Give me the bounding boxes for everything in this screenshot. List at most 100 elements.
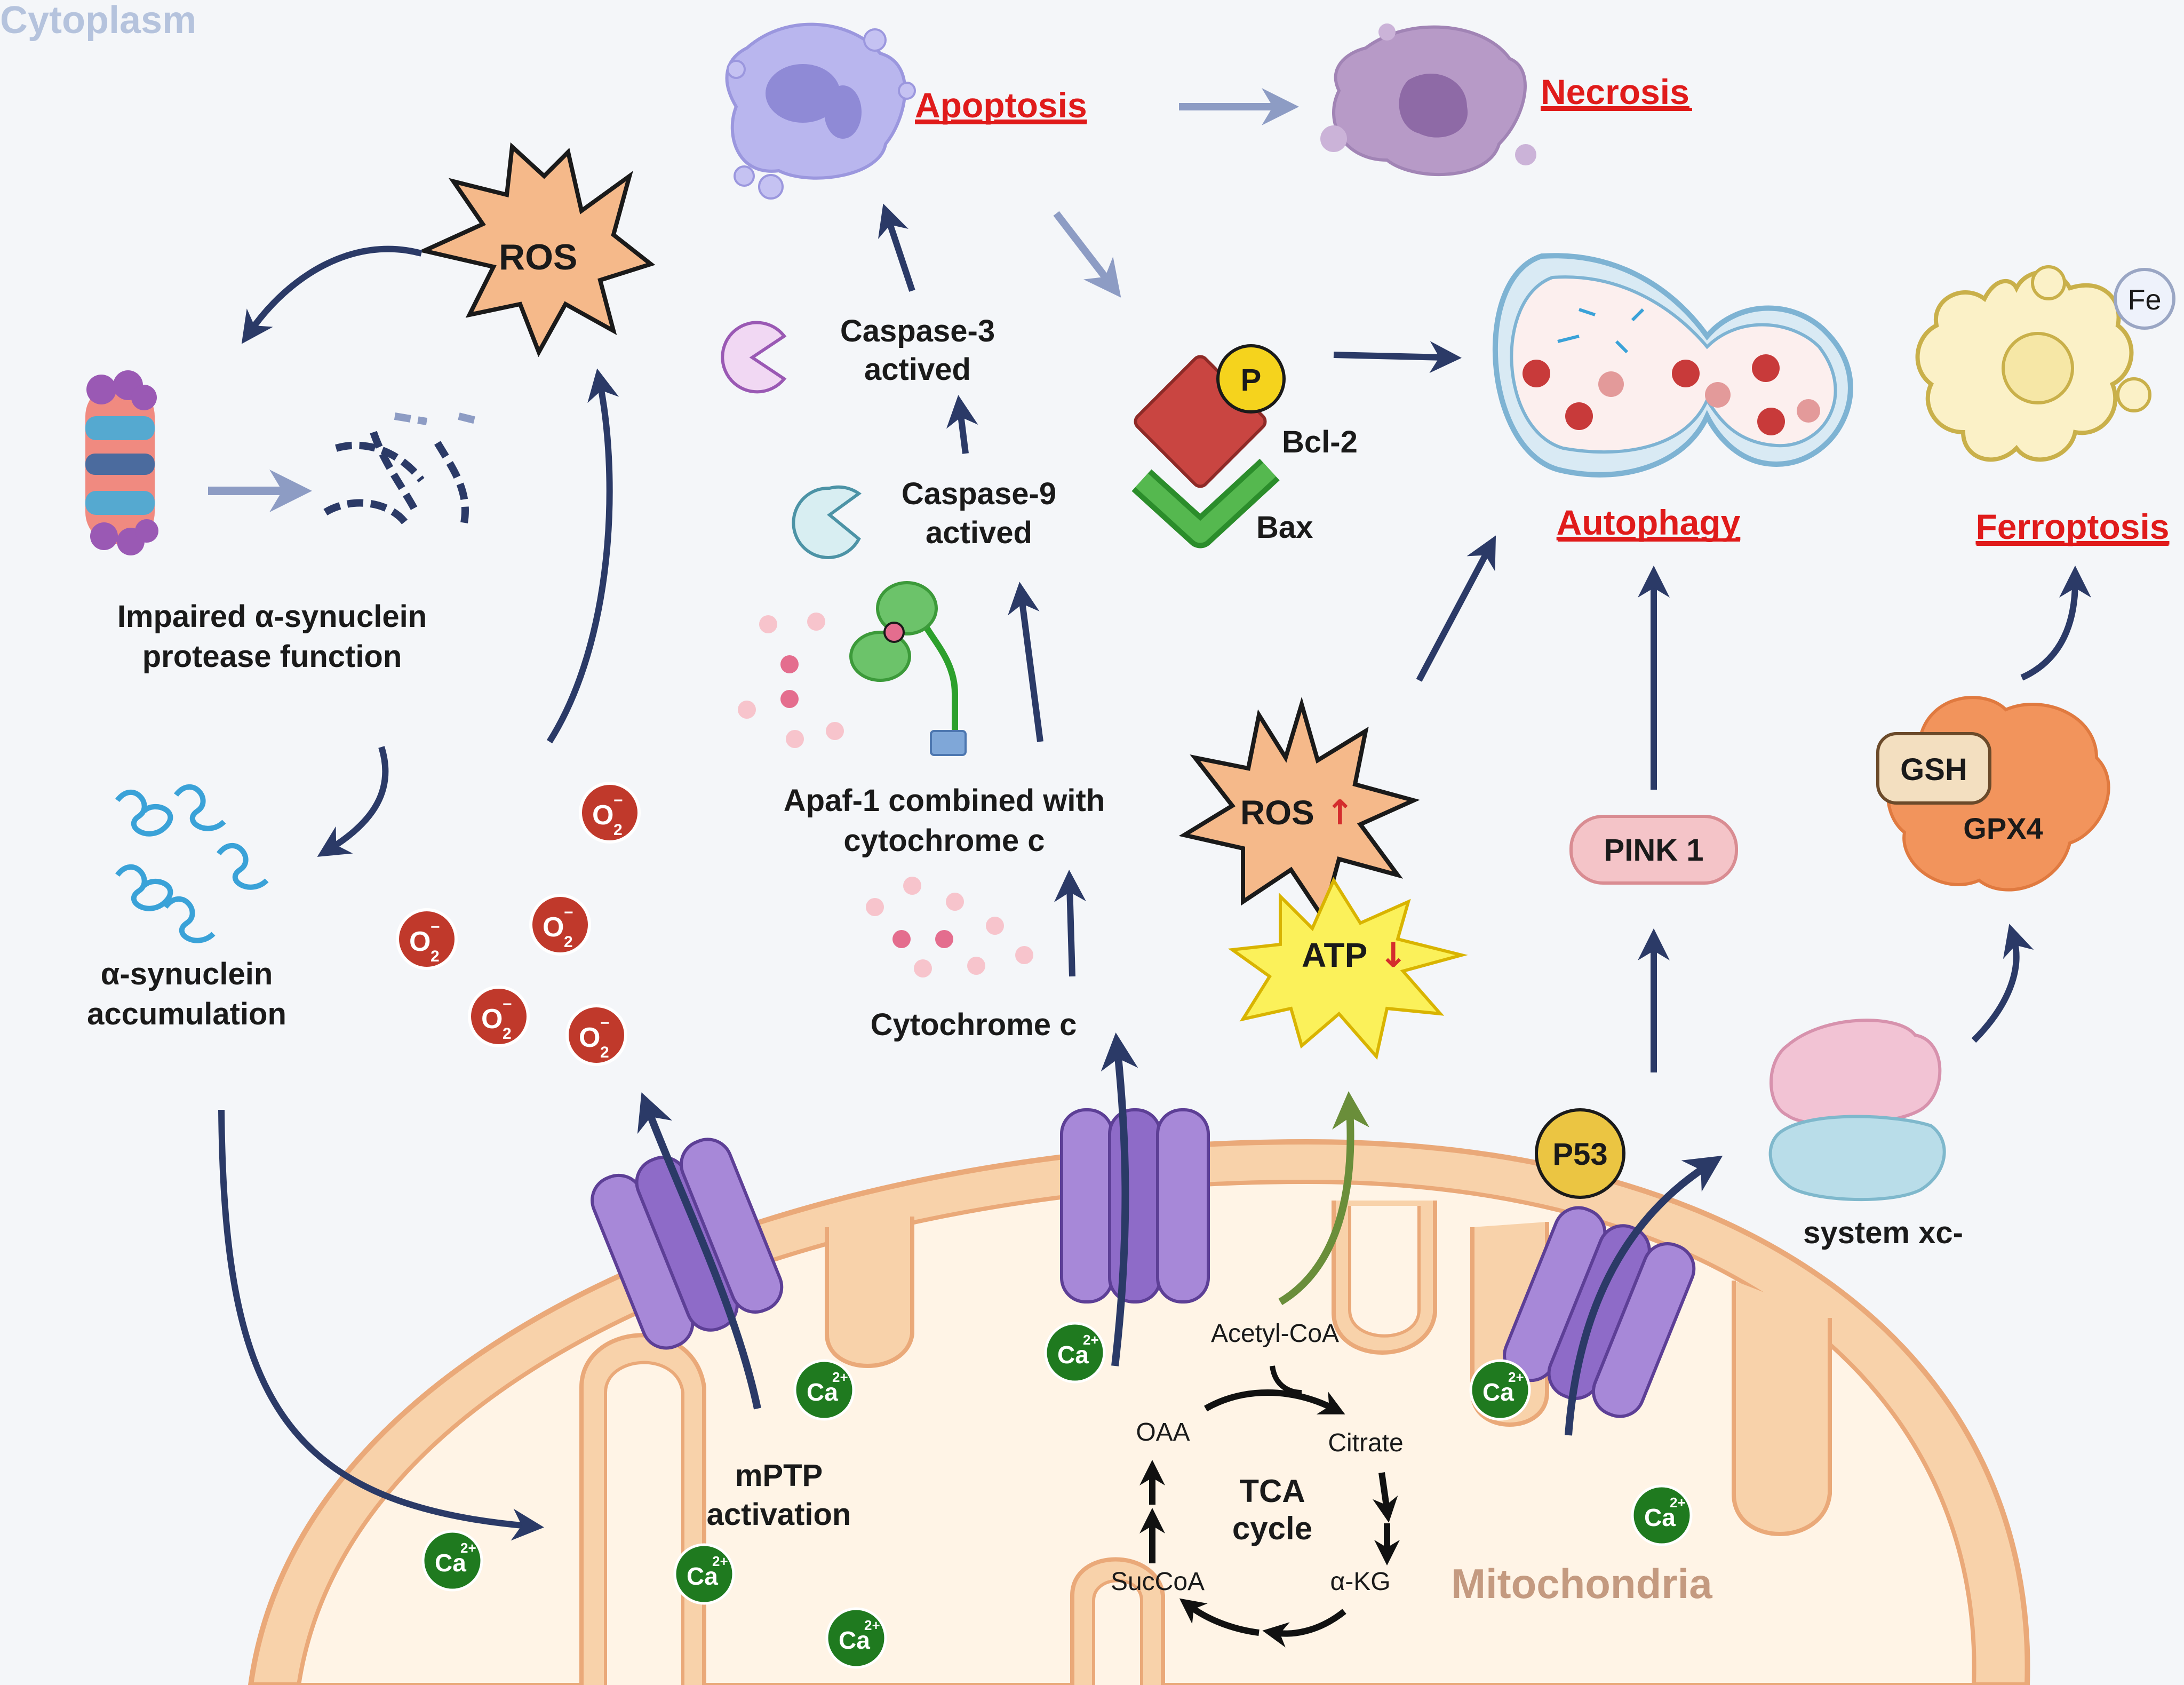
mitochondria-label: Mitochondria [1451,1560,1712,1607]
svg-text:−: − [613,792,623,809]
caspase3-icon [721,321,787,394]
svg-text:Ca: Ca [839,1626,870,1654]
bax-label: Bax [1256,510,1313,545]
svg-text:Ca: Ca [435,1549,466,1577]
synuclein-aggregate-icon [115,784,269,943]
caspase3-label-2: actived [864,352,971,387]
ros-up-arrow: ↑ [1326,793,1354,833]
svg-text:2+: 2+ [712,1553,728,1569]
svg-text:Ca: Ca [1482,1378,1514,1406]
calcium-ion: Ca2+ [673,1543,735,1605]
p53-badge [1535,1108,1625,1199]
svg-text:Ca: Ca [1644,1504,1676,1531]
caspase3-label-1: Caspase-3 [840,314,995,348]
calcium-ion: Ca2+ [1044,1322,1106,1384]
ferroptosis-label[interactable]: Ferroptosis [1975,507,2169,546]
svg-text:2+: 2+ [1083,1332,1099,1348]
svg-text:2: 2 [564,933,573,951]
svg-text:O: O [579,1022,600,1053]
calcium-ion: Ca2+ [793,1359,855,1421]
svg-text:2+: 2+ [832,1369,848,1385]
cytochrome-c-dots-lower [866,877,1033,977]
caspase9-label-2: actived [926,515,1032,550]
cytoplasm-label: Cytoplasm [0,0,196,42]
akg-to-succoa-arrow [1262,1609,1346,1648]
caspase9-label-1: Caspase-9 [902,476,1056,511]
apoptotic-cell-icon [725,22,916,200]
cytochrome-c-label: Cytochrome c [871,1007,1077,1042]
svg-text:2+: 2+ [1508,1369,1524,1385]
pink1-label: PINK 1 [1604,833,1704,868]
ros-burst-icon [417,142,656,357]
tca-cycle: Acetyl-CoA Citrate α-KG SucCoA OAA TCA c… [1111,1320,1404,1648]
tca-acetyl-coa: Acetyl-CoA [1211,1320,1339,1348]
necrosis-label[interactable]: Necrosis [1541,72,1689,112]
calcium-ion: Ca2+ [825,1607,887,1669]
system-xc-transporter-icon [1768,1019,1946,1202]
svg-text:2+: 2+ [864,1617,880,1633]
autophagosome-icon [1492,253,1853,478]
mptp-right-efflux-arrow [1565,1155,1723,1436]
caspase9-to-caspase3-arrow [946,395,978,454]
ferroptotic-cell-icon [1915,265,2175,462]
cytochrome-to-apaf1-arrow [1054,870,1086,977]
ros-to-synuclein-arrow [241,245,423,344]
tca-succoa: SucCoA [1111,1568,1205,1596]
calcium-ion: Ca2+ [1469,1359,1531,1421]
atp-down-burst-icon [1227,877,1468,1060]
superoxide-to-ros-arrow [546,368,619,744]
tca-title-2: cycle [1232,1511,1312,1546]
accumulation-label-2: accumulation [87,997,286,1031]
akg-to-succoa-arrow-2 [1179,1598,1260,1636]
p53-label: P53 [1552,1137,1607,1172]
svg-text:−: − [431,918,440,936]
gpx4-to-ferroptosis-arrow [2020,566,2091,681]
svg-text:Ca: Ca [807,1378,838,1406]
svg-text:O: O [409,926,431,957]
acetyl-arrow [1270,1365,1302,1395]
mptp-left-efflux-arrow [637,1092,761,1410]
accumulation-label-1: α-synuclein [101,957,273,991]
svg-text:2: 2 [613,821,623,839]
mptp-label-1: mPTP [735,1458,823,1493]
citrate-to-akg-arrow [1372,1472,1398,1523]
pink1-box [1569,815,1738,885]
svg-text:−: − [564,904,573,921]
impaired-synuclein-label-2: protease function [142,639,402,674]
impaired-to-accumulation-arrow [317,746,389,857]
ros-up-burst-icon [1178,696,1420,923]
svg-text:O: O [592,800,613,831]
apaf1-to-caspase9-arrow [1008,582,1043,742]
apaf1-label-1: Apaf-1 combined with [784,783,1105,818]
bcl2-to-autophagy-arrow [1333,341,1462,373]
autophagy-label[interactable]: Autophagy [1557,503,1741,542]
svg-text:2: 2 [600,1044,609,1061]
apoptosis-label[interactable]: Apoptosis [915,85,1087,125]
gsh-box [1876,732,1991,805]
caspase9-icon [792,485,862,559]
caspase3-to-apoptosis-arrow [878,203,915,292]
apoptosis-to-bcl2-arrow [1053,211,1121,298]
gsh-label: GSH [1900,752,1967,787]
svg-text:2: 2 [431,948,440,965]
mptp-channel-left [591,1138,784,1350]
necrotic-cell-icon [1320,23,1536,176]
system-xc-label: system xc- [1803,1215,1963,1250]
bcl2-bax-icon [1131,344,1286,549]
impaired-synuclein-label-1: Impaired α-synuclein [117,599,427,634]
ros-up-label: ROS [1240,793,1314,832]
fe-label: Fe [2127,284,2161,316]
tca-oaa: OAA [1136,1418,1190,1446]
cytochrome-c-dots-upper [738,613,844,748]
calcium-ions: Ca2+ Ca2+ Ca2+ Ca2+ Ca2+ Ca2+ Ca2+ [421,1322,1693,1669]
oaa-to-citrate-arrow [1204,1389,1345,1414]
mptp-middle-efflux-arrow [1101,1032,1138,1366]
proteasome-icon [85,370,158,555]
phosphate-label: P [1241,363,1262,398]
